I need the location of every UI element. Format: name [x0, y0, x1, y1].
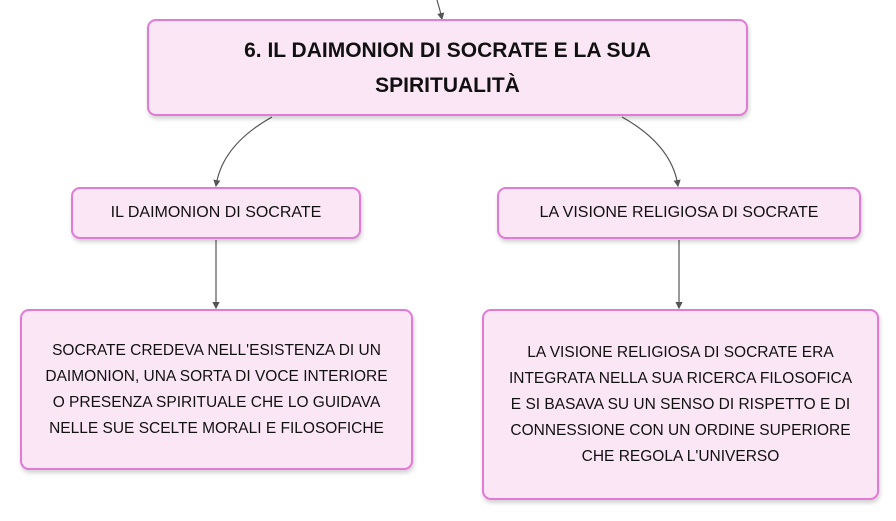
detail-text: LA VISIONE RELIGIOSA DI SOCRATE ERA INTE…: [509, 340, 852, 470]
root-topic-node[interactable]: 6. IL DAIMONION DI SOCRATE E LA SUA SPIR…: [147, 19, 748, 116]
root-topic-title: 6. IL DAIMONION DI SOCRATE E LA SUA SPIR…: [244, 33, 651, 103]
detail-line: INTEGRATA NELLA SUA RICERCA FILOSOFICA: [508, 369, 853, 387]
root-title-line-2: SPIRITUALITÀ: [375, 73, 520, 97]
detail-line: SOCRATE CREDEVA NELL'ESISTENZA DI UN: [52, 341, 381, 359]
connector-root-to-left: [213, 116, 273, 188]
connector-root-to-right: [621, 116, 681, 188]
detail-text: SOCRATE CREDEVA NELL'ESISTENZA DI UN DAI…: [45, 338, 387, 442]
detail-line: CONNESSIONE CON UN ORDINE SUPERIORE: [510, 421, 851, 439]
detail-node-visione-religiosa[interactable]: LA VISIONE RELIGIOSA DI SOCRATE ERA INTE…: [482, 309, 879, 500]
subtopic-label: IL DAIMONION DI SOCRATE: [110, 204, 322, 221]
detail-line: E SI BASAVA SU UN SENSO DI RISPETTO E DI: [510, 395, 851, 413]
subtopic-node-daimonion[interactable]: IL DAIMONION DI SOCRATE: [71, 187, 361, 239]
detail-line: O PRESENZA SPIRITUALE CHE LO GUIDAVA: [52, 393, 381, 411]
subtopic-label: LA VISIONE RELIGIOSA DI SOCRATE: [539, 204, 819, 221]
connector-incoming: [436, 0, 445, 21]
detail-line: LA VISIONE RELIGIOSA DI SOCRATE ERA: [527, 343, 834, 361]
detail-line: CHE REGOLA L'UNIVERSO: [581, 447, 780, 465]
detail-line: DAIMONION, UNA SORTA DI VOCE INTERIORE: [45, 367, 388, 385]
detail-node-daimonion[interactable]: SOCRATE CREDEVA NELL'ESISTENZA DI UN DAI…: [20, 309, 413, 470]
subtopic-node-visione-religiosa[interactable]: LA VISIONE RELIGIOSA DI SOCRATE: [497, 187, 861, 239]
detail-line: NELLE SUE SCELTE MORALI E FILOSOFICHE: [49, 419, 384, 437]
root-title-line-1: 6. IL DAIMONION DI SOCRATE E LA SUA: [244, 38, 651, 62]
